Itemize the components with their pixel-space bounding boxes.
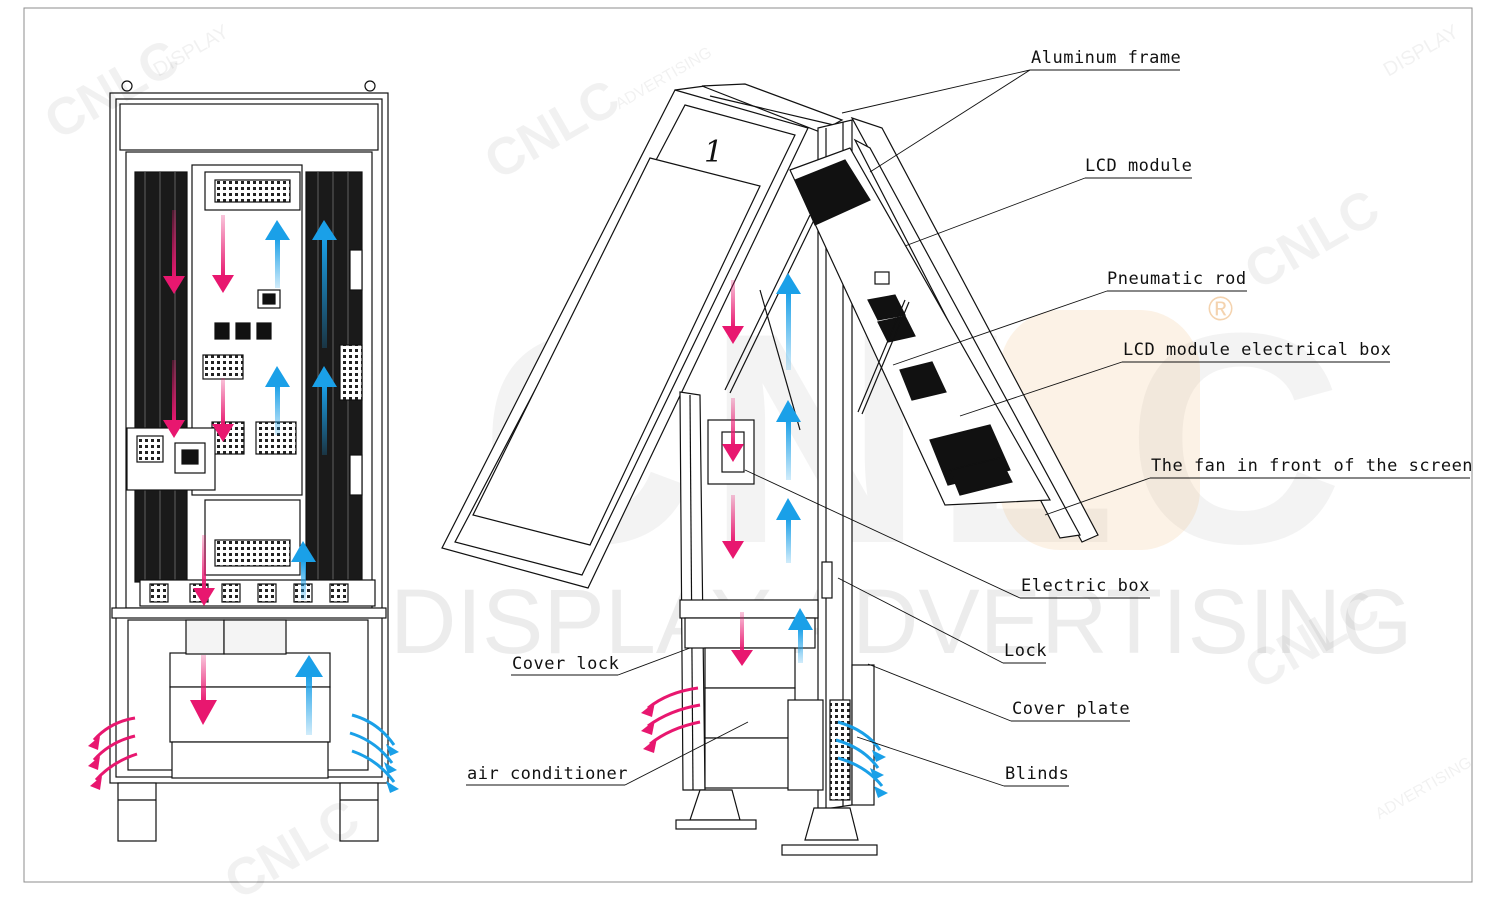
blue-arrow — [295, 655, 323, 735]
panel-number: 1 — [704, 135, 723, 170]
pink-arrow — [731, 612, 753, 666]
blue-arrow — [776, 498, 801, 563]
label-pneumatic-rod: Pneumatic rod — [1107, 269, 1247, 289]
pink-arrow — [163, 360, 185, 438]
pink-arrow — [190, 655, 217, 725]
blue-curved-arrows — [835, 720, 884, 787]
diagram-canvas: CNLC DISPLAY ADVERTISING ® — [23, 7, 1475, 911]
label-electric-box: Electric box — [1021, 576, 1150, 596]
pink-arrow — [722, 280, 744, 344]
pink-arrow — [212, 215, 234, 293]
label-cover-lock: Cover lock — [512, 654, 620, 674]
blue-arrow — [788, 608, 813, 663]
label-fan-front: The fan in front of the screen — [1151, 456, 1474, 476]
label-lcd-module: LCD module — [1085, 156, 1193, 176]
label-lcd-electrical-box: LCD module electrical box — [1123, 340, 1392, 360]
pink-arrow — [193, 535, 215, 606]
pink-arrow — [212, 378, 234, 442]
left-airflow-arrows — [88, 210, 399, 793]
diagram-svg: 1 — [23, 7, 1473, 883]
blue-arrow — [312, 220, 337, 348]
right-airflow-arrows — [641, 273, 888, 798]
diagram-border — [23, 7, 1473, 883]
label-blinds: Blinds — [1005, 764, 1070, 784]
blue-arrow — [265, 366, 290, 435]
label-air-conditioner: air conditioner — [467, 764, 629, 784]
label-lock: Lock — [1004, 641, 1047, 661]
label-aluminum-frame: Aluminum frame — [1031, 48, 1182, 68]
pink-arrow — [163, 210, 185, 294]
leader-lines — [466, 69, 1470, 787]
pink-arrow — [722, 398, 744, 462]
blue-curved-arrows — [349, 713, 396, 783]
blue-arrow — [776, 400, 801, 480]
pink-curved-arrows — [92, 716, 138, 781]
blue-arrow — [291, 541, 316, 600]
pink-arrow — [722, 495, 744, 559]
blue-arrow — [776, 273, 801, 370]
right-kiosk — [441, 83, 1099, 856]
label-cover-plate: Cover plate — [1012, 699, 1131, 719]
blue-arrow — [312, 366, 337, 455]
left-cabinet — [109, 80, 389, 842]
blue-arrow — [265, 220, 290, 288]
